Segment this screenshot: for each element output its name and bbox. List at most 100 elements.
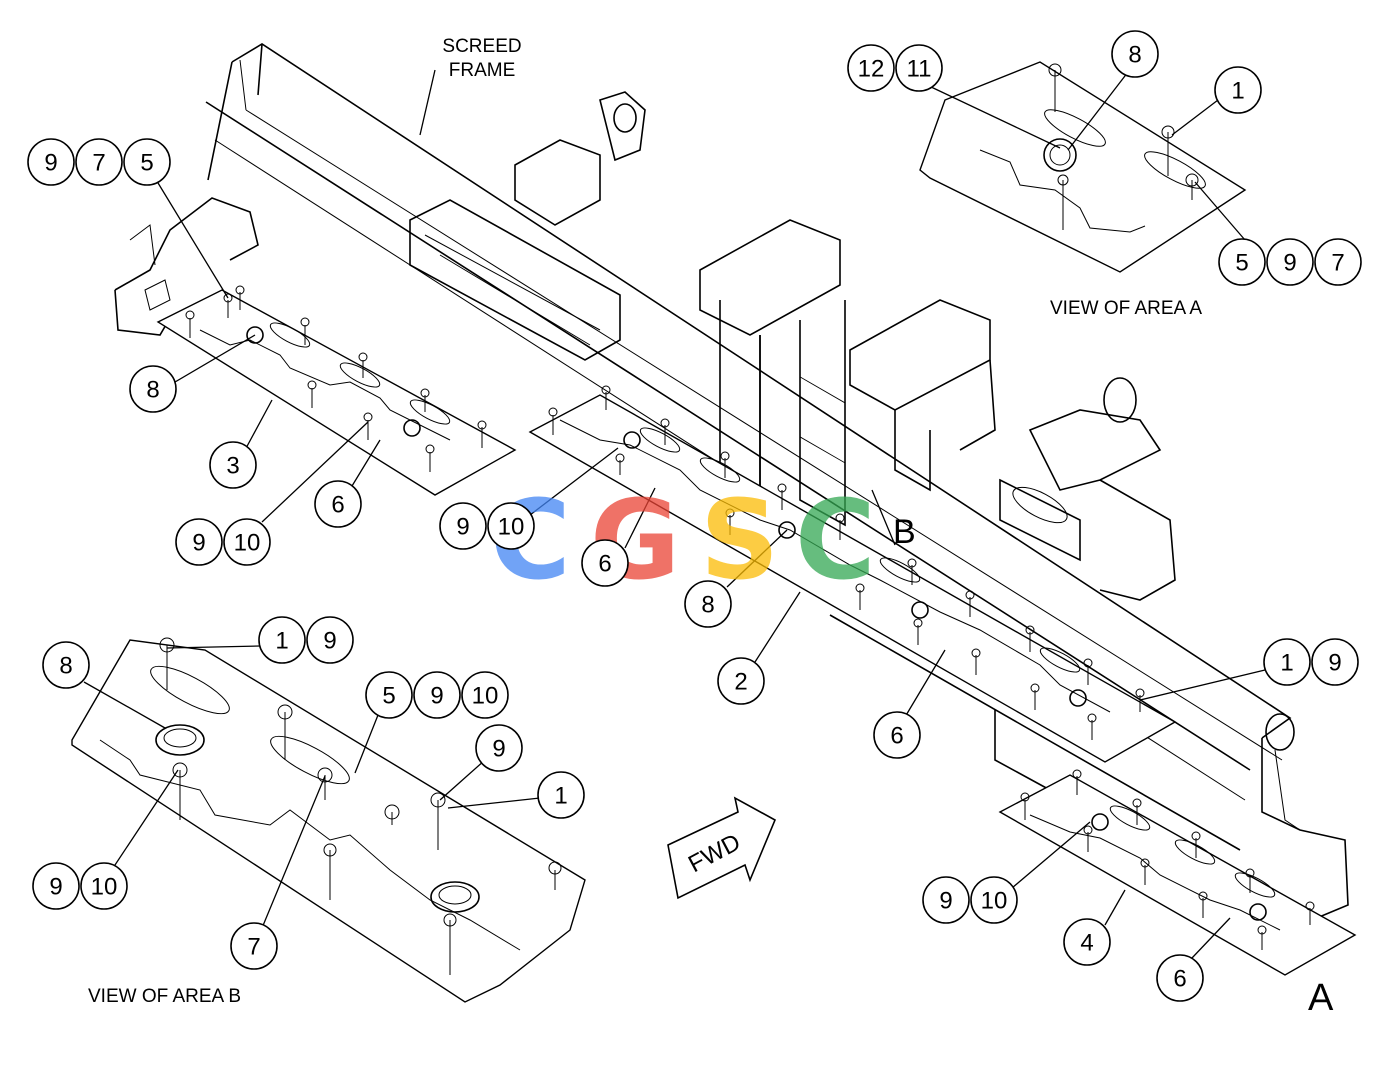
callout-circle: [1314, 238, 1362, 286]
callout-circle: [413, 671, 461, 719]
callout-balloon: 7: [1314, 238, 1362, 286]
callout-circle: [1214, 66, 1262, 114]
plate-4-drawing: [998, 769, 1357, 976]
callout-balloon: 11: [895, 44, 943, 92]
callout-balloon: 9: [922, 876, 970, 924]
callout-balloon: 10: [461, 671, 509, 719]
callout-circle: [129, 365, 177, 413]
view-area-a-caption: VIEW OF AREA A: [1050, 298, 1202, 319]
watermark-letter-c2: C: [795, 476, 876, 604]
callout-number: 9: [49, 874, 62, 901]
callout-number: 6: [598, 551, 611, 578]
callout-number: 6: [331, 492, 344, 519]
callout-number: 1: [554, 783, 567, 810]
leader-lines: [83, 69, 1266, 959]
fwd-arrow: FWD: [667, 796, 777, 900]
callout-number: 4: [1080, 930, 1093, 957]
callout-balloon: 9: [1266, 238, 1314, 286]
callout-balloon: 4: [1063, 918, 1111, 966]
callout-balloon: 8: [129, 365, 177, 413]
view-area-b-drawing: [71, 637, 586, 1003]
callout-balloon: 9: [27, 138, 75, 186]
callout-circle: [717, 657, 765, 705]
callout-circle: [1063, 918, 1111, 966]
callout-balloon: 9: [439, 502, 487, 550]
callout-circle: [314, 480, 362, 528]
callout-balloon: 5: [123, 138, 171, 186]
callout-balloon: 1: [537, 771, 585, 819]
callout-number: 1: [1231, 78, 1244, 105]
callout-number: 2: [734, 669, 747, 696]
callout-number: 8: [1128, 42, 1141, 69]
callout-balloon: 9: [175, 518, 223, 566]
callout-balloon: 5: [1218, 238, 1266, 286]
callout-circle: [42, 641, 90, 689]
callout-balloon: 6: [873, 711, 921, 759]
callout-circle: [1266, 238, 1314, 286]
callout-balloon: 8: [684, 580, 732, 628]
callout-balloon: 3: [209, 441, 257, 489]
callout-balloon: 9: [475, 724, 523, 772]
callout-balloon: 1: [1263, 638, 1311, 686]
callout-circle: [75, 138, 123, 186]
callout-number: 5: [1235, 250, 1248, 277]
callout-number: 10: [498, 514, 525, 541]
callout-number: 8: [146, 377, 159, 404]
callout-balloon: 10: [970, 876, 1018, 924]
callout-balloon: 1: [1214, 66, 1262, 114]
callout-circle: [123, 138, 171, 186]
callout-balloon: 10: [487, 502, 535, 550]
callout-circle: [1111, 30, 1159, 78]
callout-circle: [230, 922, 278, 970]
callout-number: 5: [382, 683, 395, 710]
callout-number: 9: [1328, 650, 1341, 677]
callout-number: 8: [701, 592, 714, 619]
callout-circle: [258, 616, 306, 664]
callout-balloon: 10: [223, 518, 271, 566]
callout-number: 3: [226, 453, 239, 480]
callout-circle: [970, 876, 1018, 924]
view-area-b-caption: VIEW OF AREA B: [88, 986, 241, 1007]
callout-circle: [847, 44, 895, 92]
callout-number: 11: [907, 56, 932, 83]
callout-circle: [873, 711, 921, 759]
callout-number: 10: [234, 530, 261, 557]
callout-circle: [475, 724, 523, 772]
callout-balloon: 6: [314, 480, 362, 528]
callout-number: 5: [140, 150, 153, 177]
callout-circle: [461, 671, 509, 719]
callout-circle: [209, 441, 257, 489]
callout-number: 7: [92, 150, 105, 177]
callout-balloon: 9: [413, 671, 461, 719]
callout-circle: [80, 862, 128, 910]
callout-number: 9: [44, 150, 57, 177]
area-a-marker: A: [1308, 977, 1334, 1019]
callout-circle: [537, 771, 585, 819]
callout-circle: [223, 518, 271, 566]
callout-number: 9: [1283, 250, 1296, 277]
callout-circle: [27, 138, 75, 186]
callout-circle: [32, 862, 80, 910]
callout-number: 9: [492, 736, 505, 763]
area-b-marker: B: [893, 513, 916, 551]
callout-circle: [581, 539, 629, 587]
callout-circle: [365, 671, 413, 719]
plate-2-drawing: [528, 385, 1177, 763]
callout-circle: [684, 580, 732, 628]
callout-number: 8: [59, 653, 72, 680]
callout-number: 12: [858, 56, 885, 83]
callout-balloon: 9: [1311, 638, 1359, 686]
callout-balloon: 1: [258, 616, 306, 664]
callout-number: 9: [939, 888, 952, 915]
screed-frame-label-line1: SCREED: [442, 36, 521, 57]
callout-number: 9: [323, 628, 336, 655]
callout-balloon: 7: [230, 922, 278, 970]
callout-number: 9: [456, 514, 469, 541]
callout-number: 7: [247, 934, 260, 961]
callout-balloon: 7: [75, 138, 123, 186]
callout-circle: [1263, 638, 1311, 686]
callout-number: 10: [981, 888, 1008, 915]
callout-balloon: 5: [365, 671, 413, 719]
callout-circle: [1218, 238, 1266, 286]
